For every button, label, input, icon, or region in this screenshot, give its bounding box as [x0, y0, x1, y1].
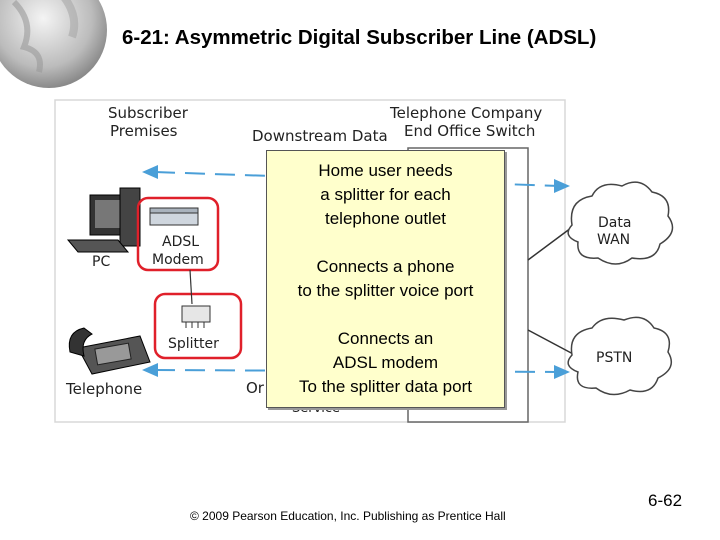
pstn-link — [527, 329, 576, 356]
callout-line-5: to the splitter voice port — [297, 281, 474, 300]
explanation-callout: Home user needs a splitter for each tele… — [266, 150, 505, 408]
data-wan-label-line2: WAN — [597, 232, 630, 248]
subscriber-premises-label-line1: Subscriber — [108, 104, 189, 122]
callout-line-7: ADSL modem — [332, 353, 439, 372]
splitter-label: Splitter — [168, 336, 219, 352]
pstn-cloud — [567, 316, 673, 396]
switch-label-line1: Telephone Company — [389, 104, 542, 122]
globe-logo — [0, 0, 107, 88]
downstream-arrow-head-left — [142, 165, 158, 179]
page-number: 6-62 — [648, 491, 683, 510]
modem-label-line2: Modem — [152, 252, 204, 268]
callout-line-2: a splitter for each — [320, 185, 451, 204]
upstream-arrow-head-left — [142, 363, 158, 377]
pstn-label: PSTN — [596, 350, 632, 366]
subscriber-premises-label-line2: Premises — [110, 122, 178, 140]
switch-label-line2: End Office Switch — [404, 122, 535, 140]
modem-highlight — [136, 196, 220, 272]
splitter-icon — [181, 305, 211, 328]
data-wan-cloud — [567, 181, 674, 265]
downstream-label: Downstream Data — [252, 127, 388, 145]
slide-title: 6-21: Asymmetric Digital Subscriber Line… — [122, 26, 597, 49]
callout-line-8: To the splitter data port — [299, 377, 472, 396]
callout-line-3: telephone outlet — [325, 209, 446, 228]
modem-label-line1: ADSL — [162, 234, 199, 250]
modem-splitter-link — [189, 269, 193, 305]
pc-label: PC — [92, 254, 110, 270]
downstream-arrow-head-right — [554, 179, 570, 193]
callout-line-6: Connects an — [337, 329, 434, 348]
telephone-label: Telephone — [65, 380, 142, 398]
upstream-arrow-head-right — [554, 365, 570, 379]
telephone-icon — [68, 327, 151, 375]
callout-line-1: Home user needs — [318, 161, 453, 180]
partial-left-label: Or — [246, 379, 265, 397]
callout-line-4: Connects a phone — [316, 257, 455, 276]
copyright-footer: © 2009 Pearson Education, Inc. Publishin… — [190, 509, 506, 523]
modem-icon — [149, 207, 199, 226]
splitter-highlight — [153, 292, 243, 360]
pc-icon — [66, 187, 141, 253]
data-wan-label-line1: Data — [598, 215, 631, 231]
wan-link — [527, 224, 576, 261]
